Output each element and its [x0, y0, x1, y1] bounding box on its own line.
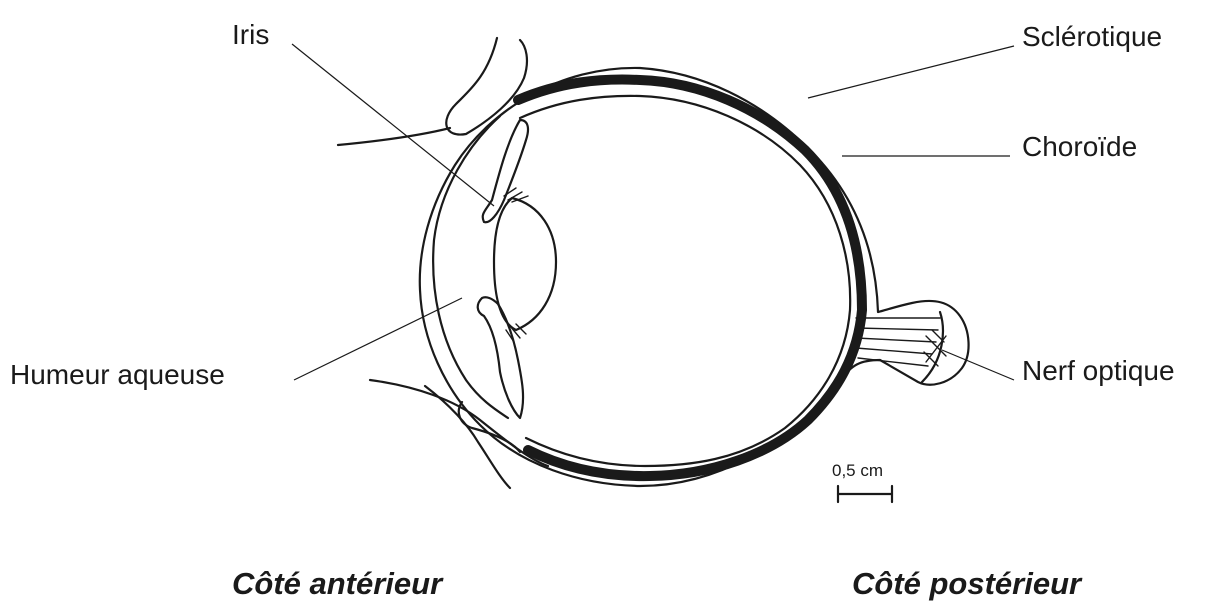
leader-humeur-aqueuse — [294, 298, 462, 380]
leader-nerf-optique — [942, 350, 1014, 380]
cornea — [433, 116, 508, 418]
leader-iris — [292, 44, 494, 206]
lower-eyelid — [370, 380, 548, 488]
label-sclerotique: Sclérotique — [1022, 21, 1162, 52]
lens — [494, 198, 556, 330]
choroid — [518, 80, 862, 477]
label-nerf-optique: Nerf optique — [1022, 355, 1175, 386]
label-iris: Iris — [232, 19, 269, 50]
upper-eyelid — [338, 38, 527, 145]
leader-sclerotique — [808, 46, 1014, 98]
scale-bar-label: 0,5 cm — [832, 461, 883, 480]
caption-anterior-side: Côté antérieur — [232, 566, 444, 601]
iris — [478, 120, 528, 418]
scale-bar: 0,5 cm — [832, 461, 892, 502]
label-humeur-aqueuse: Humeur aqueuse — [10, 359, 225, 390]
label-choroide: Choroïde — [1022, 131, 1137, 162]
sclera — [420, 68, 969, 486]
caption-posterior-side: Côté postérieur — [852, 566, 1083, 601]
